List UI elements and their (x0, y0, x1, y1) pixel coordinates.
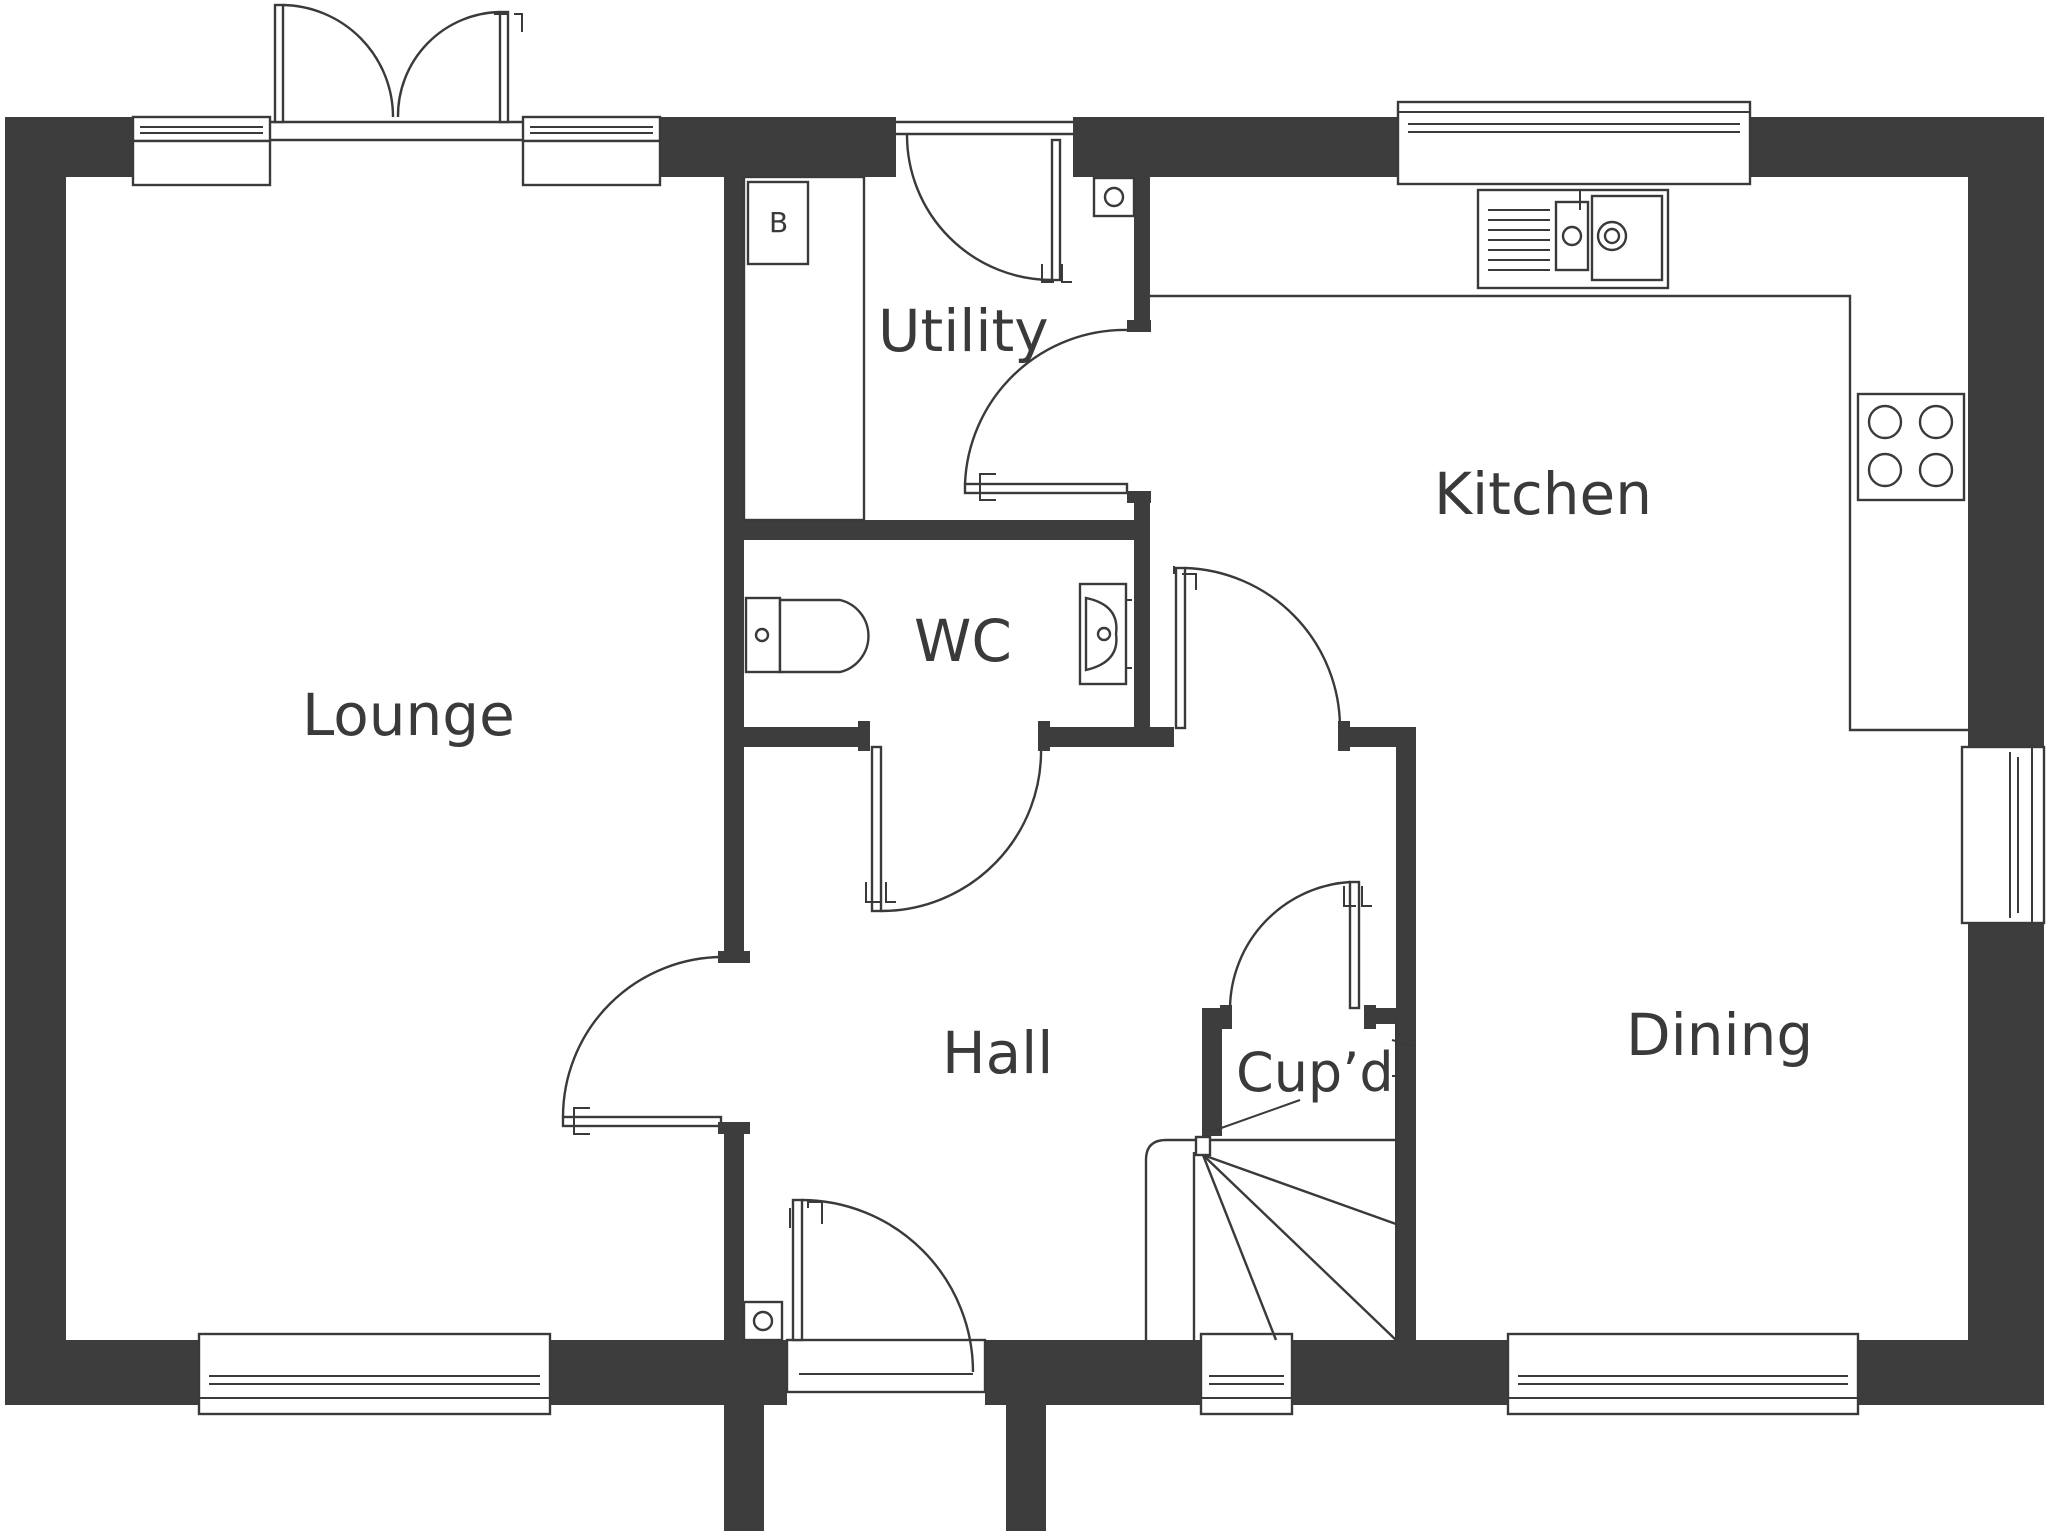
room-label-wc: WC (914, 607, 1012, 675)
door-leaf (1050, 138, 1062, 282)
boiler-box (746, 180, 810, 266)
utility-fittings (742, 175, 1136, 522)
window (1960, 745, 2046, 925)
door-leaf (1174, 566, 1187, 730)
toilet-cistern (744, 596, 782, 674)
staircase (1144, 1020, 1415, 1341)
windows (131, 100, 2046, 1416)
window (197, 1332, 552, 1416)
wc-fittings (744, 582, 1132, 686)
door-leaf (791, 1198, 804, 1342)
door-leaf (870, 745, 883, 913)
window (1396, 100, 1752, 186)
room-label-lounge: Lounge (302, 681, 515, 749)
meter-icon (1103, 186, 1125, 208)
door-leaf (498, 10, 510, 124)
external-fittings (742, 1300, 784, 1342)
window (521, 115, 662, 143)
boiler-label: B (769, 206, 789, 239)
external-walls (5, 117, 2044, 1531)
internal-walls (724, 177, 1416, 1340)
window (131, 115, 272, 143)
doors (273, 3, 1376, 1373)
window (1199, 1332, 1294, 1416)
room-label-hall: Hall (942, 1019, 1054, 1087)
kitchen-worktop (1150, 294, 1968, 732)
worktop (742, 175, 866, 522)
door-leaf (273, 3, 285, 124)
toilet-icon (778, 598, 870, 674)
room-label-cupboard: Cup’d (1236, 1041, 1394, 1104)
door-leaf (561, 1115, 723, 1128)
door-leaf (963, 482, 1129, 495)
room-label-kitchen: Kitchen (1434, 460, 1652, 528)
door-leaf (1348, 880, 1361, 1010)
window (1506, 1332, 1860, 1416)
basin-icon (1078, 582, 1128, 686)
meter-icon (752, 1310, 774, 1332)
room-label-utility: Utility (878, 297, 1049, 365)
room-label-dining: Dining (1626, 1001, 1814, 1069)
kitchen-fittings (1150, 188, 1968, 732)
